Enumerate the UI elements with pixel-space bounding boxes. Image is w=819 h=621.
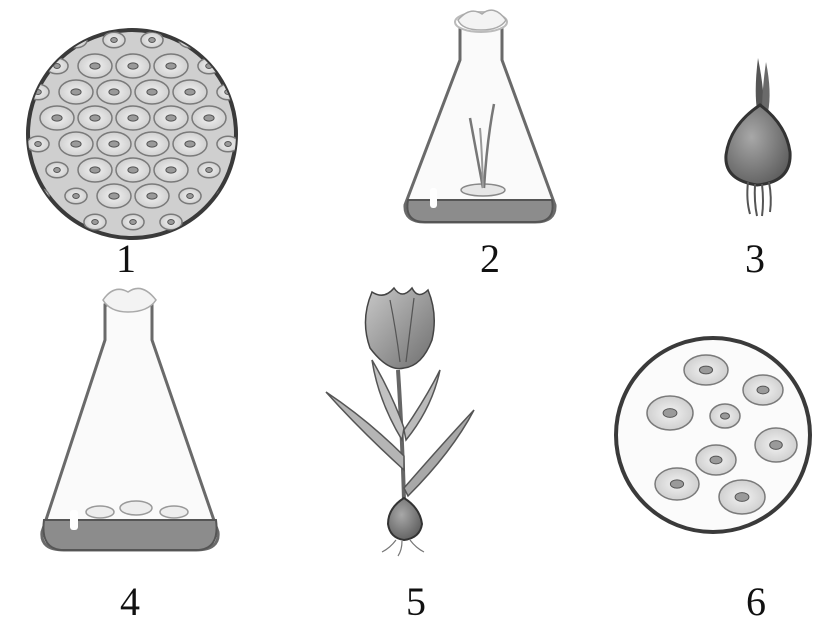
dense-cell <box>135 132 169 156</box>
label-6: 6 <box>746 579 766 621</box>
panel-1-cell-mass <box>27 30 258 238</box>
dense-cell <box>198 162 220 178</box>
dense-cell <box>236 162 258 178</box>
dense-cell <box>59 132 93 156</box>
panel-5-tulip-plant <box>326 288 474 556</box>
panel-3-bulb <box>726 58 790 216</box>
dense-cell <box>97 132 131 156</box>
dense-cell <box>192 106 226 130</box>
panel-2-flask-with-sprout <box>405 10 555 222</box>
dense-cell <box>46 214 68 230</box>
loose-cell <box>647 396 693 430</box>
label-3: 3 <box>745 236 765 281</box>
dense-cell <box>27 32 49 48</box>
label-1: 1 <box>116 236 136 281</box>
panel-6-loose-cells <box>616 338 810 532</box>
dense-cell <box>65 188 87 204</box>
dense-cell <box>173 80 207 104</box>
dense-cell <box>236 110 258 126</box>
loose-cell <box>755 428 797 462</box>
dense-cell <box>103 32 125 48</box>
loose-cell <box>684 355 728 385</box>
dense-cell <box>27 188 49 204</box>
dense-cell <box>78 158 112 182</box>
dense-cell <box>116 54 150 78</box>
label-5: 5 <box>406 579 426 621</box>
dense-cell <box>84 214 106 230</box>
dense-cell <box>173 132 207 156</box>
dense-cell <box>135 184 169 208</box>
dense-cell <box>141 32 163 48</box>
label-4: 4 <box>120 579 140 621</box>
dense-cell <box>154 106 188 130</box>
dense-cell <box>154 158 188 182</box>
label-2: 2 <box>480 236 500 281</box>
loose-cell <box>719 480 765 514</box>
dense-cell <box>78 54 112 78</box>
dense-cell <box>97 80 131 104</box>
loose-cell <box>696 445 736 475</box>
panel-4-flask-with-callus <box>42 288 218 550</box>
loose-cell <box>655 468 699 500</box>
dense-cell <box>116 106 150 130</box>
dense-cell <box>236 214 258 230</box>
dense-cell <box>116 158 150 182</box>
dense-cell <box>217 32 239 48</box>
dense-cell <box>97 184 131 208</box>
dense-cell <box>154 54 188 78</box>
loose-cell <box>710 404 740 428</box>
dense-cell <box>236 58 258 74</box>
dense-cell <box>135 80 169 104</box>
dense-cell <box>46 162 68 178</box>
dense-cell <box>40 106 74 130</box>
dense-cell <box>122 214 144 230</box>
loose-cell <box>743 375 783 405</box>
dense-cell <box>59 80 93 104</box>
dense-cell <box>198 214 220 230</box>
dense-cell <box>179 188 201 204</box>
dense-cell <box>78 106 112 130</box>
dense-cell <box>27 136 49 152</box>
